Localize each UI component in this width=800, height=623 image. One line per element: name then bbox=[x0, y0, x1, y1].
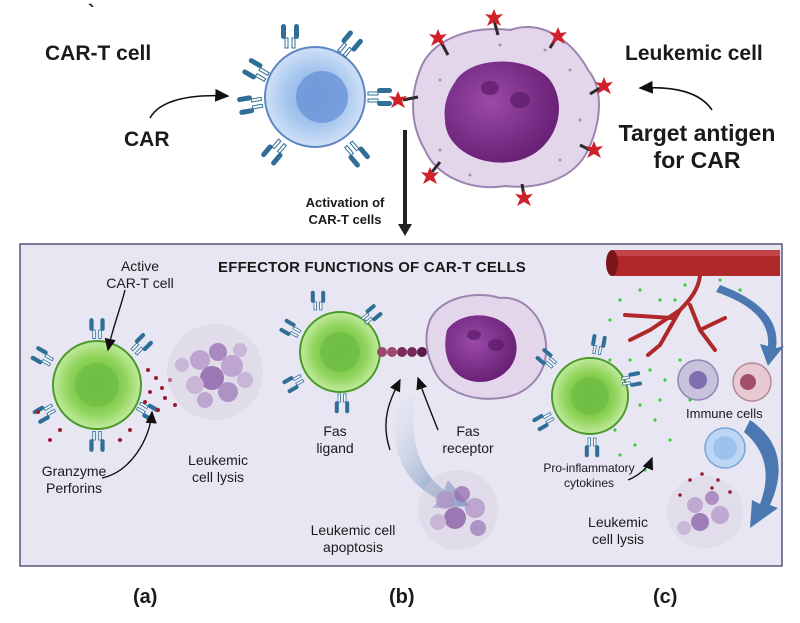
active-cart-cell-b bbox=[278, 290, 384, 414]
leukemic-cell-label: Leukemic cell bbox=[625, 42, 763, 65]
active-cart-label: Active CAR-T cell bbox=[95, 258, 185, 292]
apoptosis-line1: Leukemic cell bbox=[310, 522, 396, 538]
fas-binding bbox=[377, 347, 427, 357]
caption-a: (a) bbox=[133, 586, 158, 608]
blood-vessel-icon bbox=[606, 250, 780, 357]
apoptosis-label: Leukemic cell apoptosis bbox=[288, 522, 418, 556]
granzyme-dots bbox=[36, 368, 177, 442]
activation-line2: CAR-T cells bbox=[308, 212, 382, 227]
lysis-c-label: Leukemic cell lysis bbox=[578, 514, 658, 548]
apoptosis-line2: apoptosis bbox=[323, 539, 383, 555]
cytokines-line2: cytokines bbox=[563, 476, 615, 490]
cytokines-label: Pro-inflammatory cytokines bbox=[528, 461, 650, 491]
car-arrow bbox=[149, 88, 230, 119]
curved-arrow-icon bbox=[394, 396, 470, 508]
lysis-c-line1: Leukemic bbox=[588, 514, 648, 530]
cytokine-dots bbox=[598, 278, 742, 472]
lysed-cell-c bbox=[667, 476, 743, 548]
lysis-a-line1: Leukemic bbox=[188, 452, 248, 468]
leukemic-cell-b bbox=[425, 294, 548, 400]
lysis-a-line2: cell lysis bbox=[191, 469, 245, 485]
fas-receptor-line2: receptor bbox=[442, 440, 494, 456]
antigen-star-icon bbox=[389, 9, 613, 206]
lysis-a-label: Leukemic cell lysis bbox=[178, 452, 258, 486]
activation-label: Activation of CAR-T cells bbox=[290, 194, 400, 228]
lysed-cell-icon bbox=[167, 324, 263, 420]
panel-title: EFFECTOR FUNCTIONS OF CAR-T CELLS bbox=[218, 259, 526, 276]
activation-line1: Activation of bbox=[305, 195, 385, 210]
granzyme-line1: Granzyme bbox=[41, 463, 107, 479]
target-antigen-line2: for CAR bbox=[653, 147, 741, 173]
granzyme-line2: Perforins bbox=[45, 480, 103, 496]
fas-ligand-label: Fas ligand bbox=[305, 423, 365, 457]
fas-receptor-label: Fas receptor bbox=[428, 423, 508, 457]
target-antigen-label: Target antigen for CAR bbox=[612, 120, 782, 174]
stray-mark: ` bbox=[88, 2, 95, 24]
apoptosis-cell bbox=[418, 470, 498, 550]
target-antigen-line1: Target antigen bbox=[618, 120, 776, 146]
active-line1: Active bbox=[120, 258, 160, 274]
active-line2: CAR-T cell bbox=[106, 275, 174, 291]
lysis-c-line2: cell lysis bbox=[591, 531, 645, 547]
cart-cell-top bbox=[236, 23, 393, 170]
leukemic-cell-top bbox=[389, 9, 613, 206]
car-label: CAR bbox=[124, 128, 170, 151]
fas-ligand-line2: ligand bbox=[316, 440, 354, 456]
antigen-arrow bbox=[638, 80, 713, 111]
cytokines-line1: Pro-inflammatory bbox=[543, 461, 635, 475]
active-cart-cell-c bbox=[531, 333, 643, 458]
immune-cells bbox=[677, 359, 772, 469]
cart-cell-label: CAR-T cell bbox=[45, 42, 152, 65]
fas-receptor-line1: Fas bbox=[456, 423, 480, 439]
granzyme-label: Granzyme Perforins bbox=[34, 463, 114, 497]
immune-cells-label: Immune cells bbox=[686, 406, 763, 421]
active-cart-cell-a bbox=[29, 317, 161, 453]
caption-b: (b) bbox=[389, 586, 415, 608]
caption-c: (c) bbox=[653, 586, 678, 608]
fas-ligand-line1: Fas bbox=[323, 423, 347, 439]
